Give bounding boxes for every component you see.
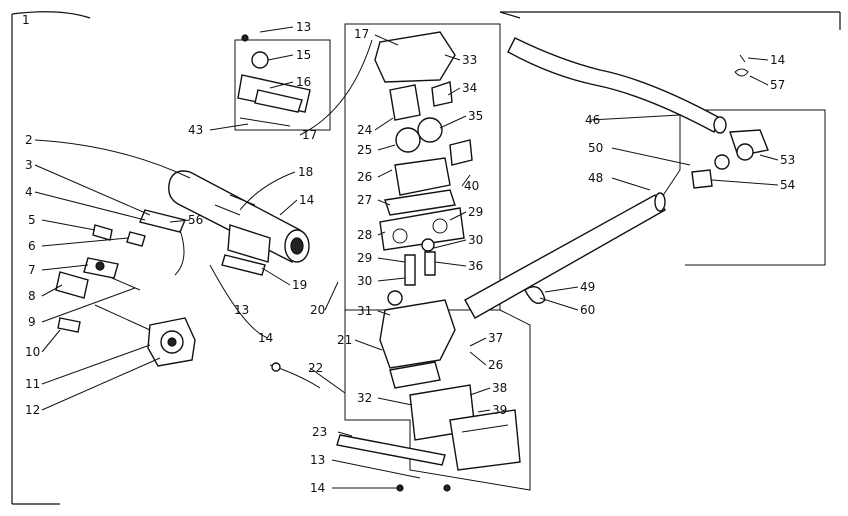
callout-32: 32 xyxy=(357,391,372,405)
callout-8: 8 xyxy=(28,289,36,303)
callout-20: 20 xyxy=(310,303,325,317)
callout-60: 60 xyxy=(580,303,595,317)
callout-34: 34 xyxy=(462,81,477,95)
callout-5: 5 xyxy=(28,213,36,227)
callout-30-right: 30 xyxy=(468,233,483,247)
callout-14-bottom: 14 xyxy=(310,481,325,495)
callout-28: 28 xyxy=(357,228,372,242)
callout-49: 49 xyxy=(580,280,595,294)
callout-6: 6 xyxy=(28,239,36,253)
callout-10: 10 xyxy=(25,345,40,359)
callout-24: 24 xyxy=(357,123,372,137)
callout-31: 31 xyxy=(357,304,372,318)
callout-56: 56 xyxy=(188,213,203,227)
leader-lines xyxy=(34,26,779,489)
callout-38: 38 xyxy=(492,381,507,395)
callout-25: 25 xyxy=(357,143,372,157)
callout-29-left: 29 xyxy=(357,251,372,265)
callout-13-low: 13 xyxy=(310,453,325,467)
callout-36: 36 xyxy=(468,259,483,273)
callout-16: 16 xyxy=(296,75,311,89)
callout-9: 9 xyxy=(28,315,36,329)
callout-53: 53 xyxy=(780,153,795,167)
callout-19: 19 xyxy=(292,278,307,292)
callout-43: 43 xyxy=(188,123,203,137)
callout-2: 2 xyxy=(25,133,33,147)
callout-46: 46 xyxy=(585,113,600,127)
gas-valve-assembly xyxy=(374,31,473,325)
callout-37: 37 xyxy=(488,331,503,345)
callout-13-top: 13 xyxy=(296,20,311,34)
callout-18: 18 xyxy=(298,165,313,179)
callout-21: 21 xyxy=(337,333,352,347)
burner-bracket xyxy=(221,224,271,276)
callout-1: 1 xyxy=(22,13,30,27)
callout-33: 33 xyxy=(462,53,477,67)
orifice-fitting-group xyxy=(691,129,769,189)
callout-14-right: 14 xyxy=(770,53,785,67)
lower-valve-body xyxy=(336,299,521,471)
callout-14-mid: 14 xyxy=(299,193,314,207)
frame-lines xyxy=(11,11,841,505)
callout-12: 12 xyxy=(25,403,40,417)
flex-tube xyxy=(507,37,727,134)
callout-26-low: 26 xyxy=(488,358,503,372)
callout-26-top: 26 xyxy=(357,170,372,184)
callout-17-top: 17 xyxy=(354,27,369,41)
callout-30-left: 30 xyxy=(357,274,372,288)
callout-13-mid: 13 xyxy=(234,303,249,317)
callout-11: 11 xyxy=(25,377,40,391)
callout-3: 3 xyxy=(25,158,33,172)
callout-4: 4 xyxy=(25,185,33,199)
callout-50: 50 xyxy=(588,141,603,155)
pilot-assembly xyxy=(55,209,186,333)
callout-22: 22 xyxy=(308,361,323,375)
callout-57: 57 xyxy=(770,78,785,92)
callout-29-right: 29 xyxy=(468,205,483,219)
control-knob-housing xyxy=(147,317,196,367)
callout-15: 15 xyxy=(296,48,311,62)
callout-54: 54 xyxy=(780,178,795,192)
callout-40: 40 xyxy=(464,179,479,193)
callout-17-lower: 17 xyxy=(302,128,317,142)
thermocouple xyxy=(94,304,321,389)
callout-48: 48 xyxy=(588,171,603,185)
callout-labels: 1 2 3 4 5 6 7 8 9 10 11 12 13 15 16 43 1… xyxy=(22,13,795,495)
burner-pipe xyxy=(464,192,666,319)
group-boundaries xyxy=(234,23,826,491)
callout-35: 35 xyxy=(468,109,483,123)
top-bracket-assembly xyxy=(237,34,311,127)
callout-39: 39 xyxy=(492,403,507,417)
callout-23: 23 xyxy=(312,425,327,439)
callout-27: 27 xyxy=(357,193,372,207)
callout-14-low: 14 xyxy=(258,331,273,345)
callout-7: 7 xyxy=(28,263,36,277)
